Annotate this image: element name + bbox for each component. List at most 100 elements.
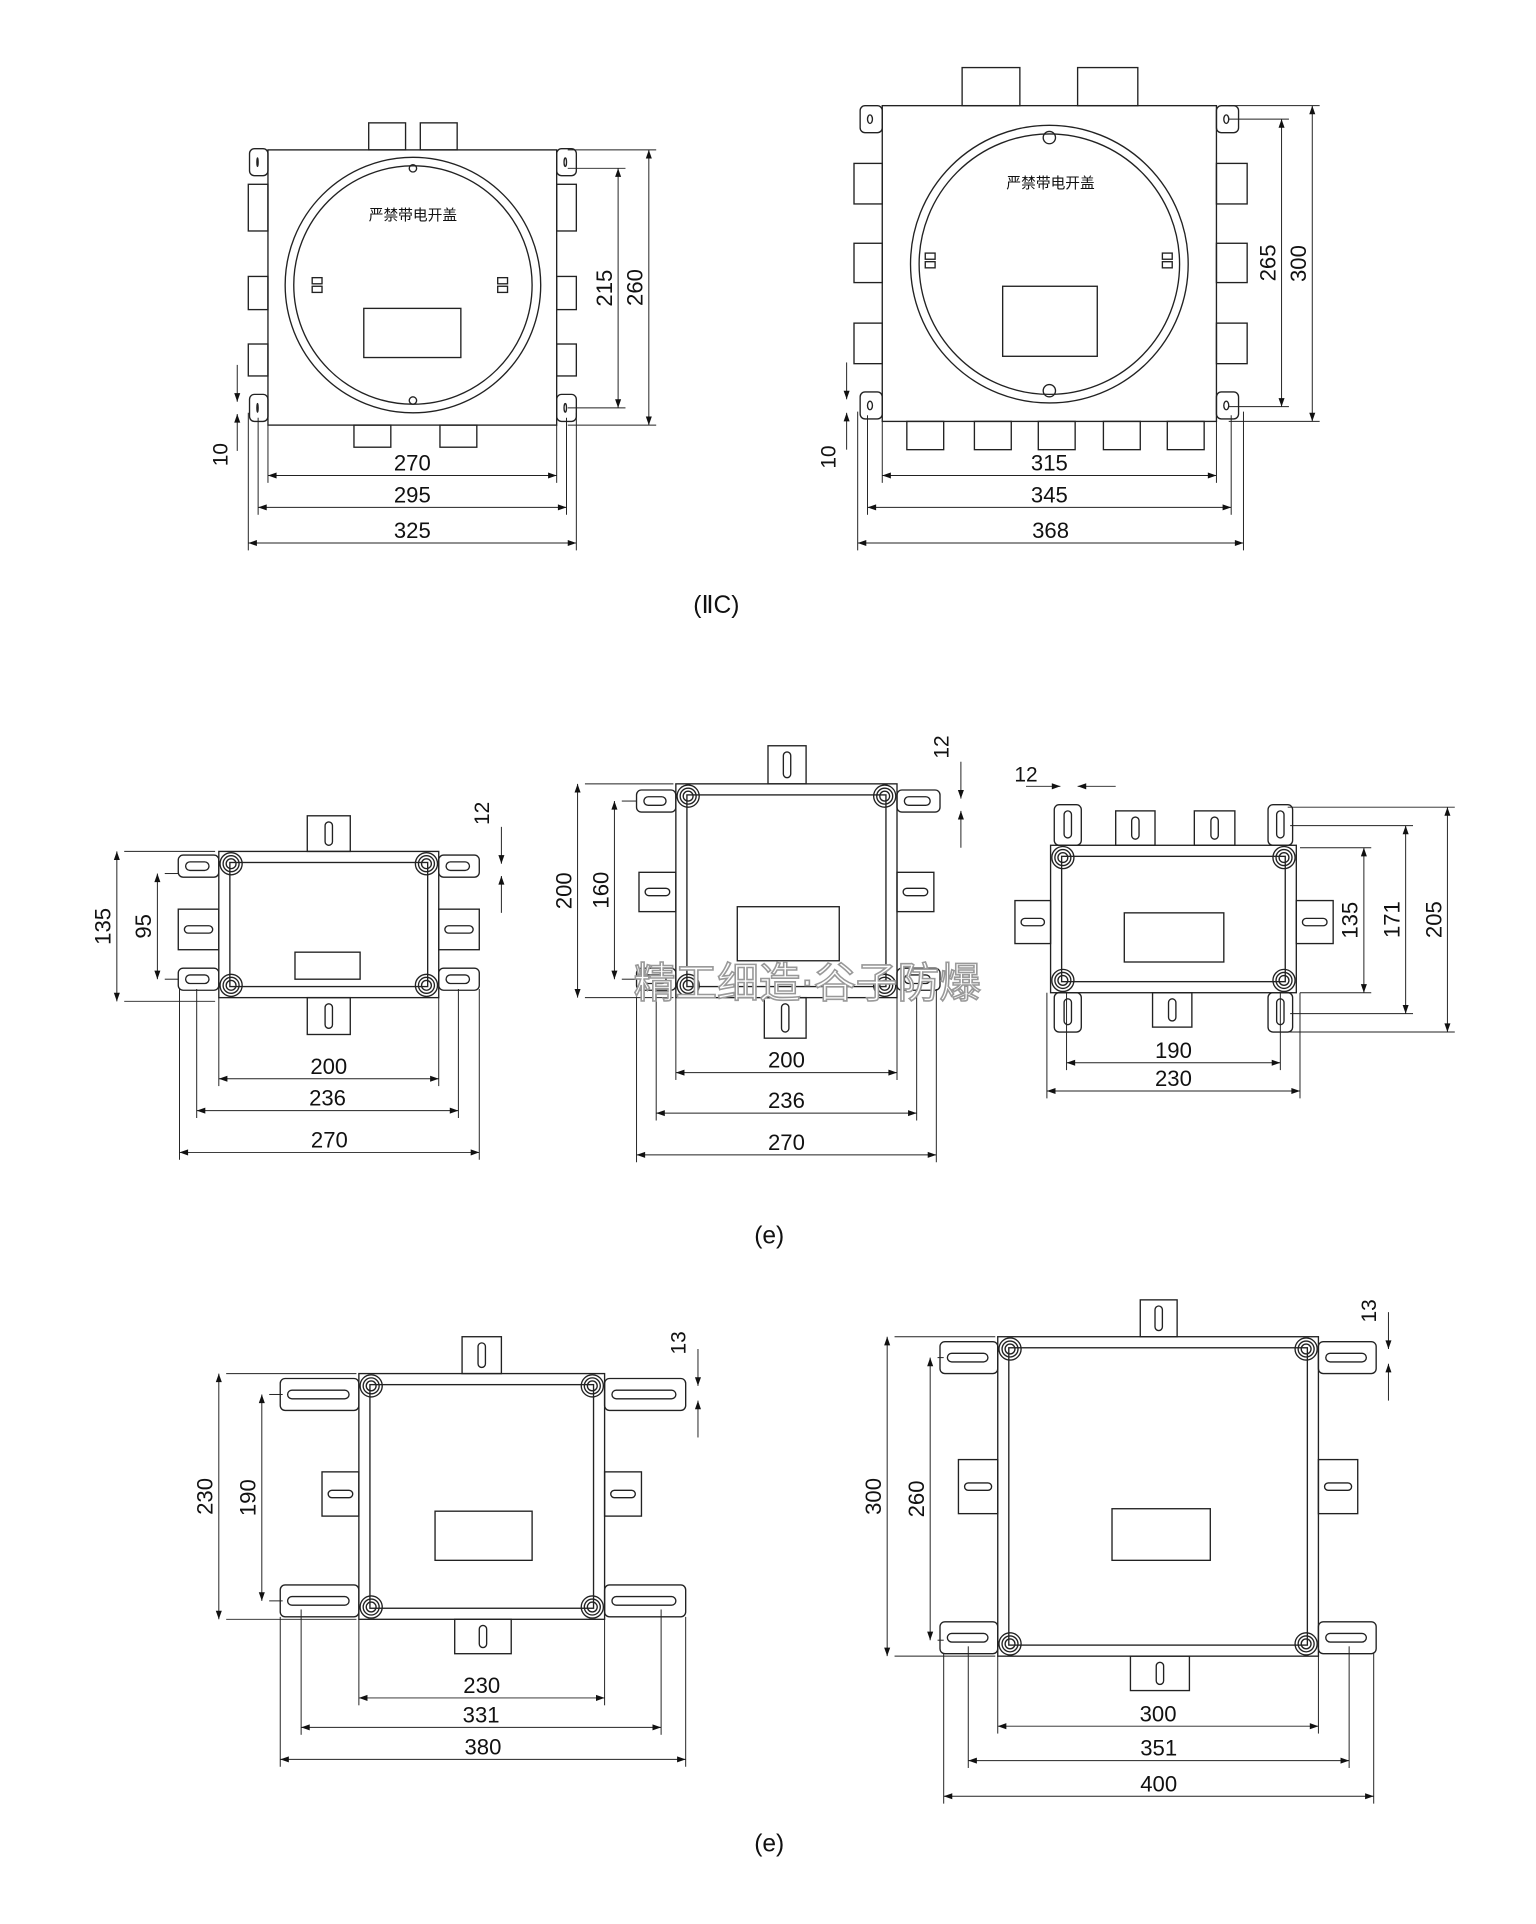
bolt-icon	[1057, 974, 1069, 987]
mounting-slot	[611, 1595, 677, 1606]
bolt-icon	[1051, 968, 1075, 993]
dimension-190: 190	[1155, 1038, 1192, 1063]
nameplate	[1123, 912, 1225, 963]
enclosure-body	[997, 1336, 1320, 1657]
tab-dimension-label: 12	[1014, 763, 1037, 786]
dimension-270: 270	[768, 1130, 805, 1155]
enclosure-body	[267, 149, 558, 426]
mounting-ear	[177, 967, 220, 991]
bolt-icon	[872, 973, 897, 998]
mounting-slot	[1325, 1632, 1368, 1643]
bolt-icon	[225, 858, 237, 870]
gland-slot	[644, 887, 671, 897]
bolt-icon	[879, 790, 891, 802]
bolt-icon	[219, 973, 243, 998]
bolt-icon	[1278, 974, 1290, 987]
mounting-slot	[1275, 810, 1285, 839]
dimension-236: 236	[768, 1088, 805, 1113]
bolt-icon	[679, 787, 697, 805]
bolt-icon	[1004, 1343, 1016, 1355]
gland-slot	[1301, 917, 1328, 927]
cable-gland	[1193, 810, 1236, 846]
mounting-ear	[438, 854, 480, 878]
bolt-icon	[872, 784, 897, 808]
dimension-135: 135	[91, 908, 116, 945]
tab-dimension-label: 13	[668, 1331, 691, 1354]
dimension-270: 270	[311, 1128, 348, 1153]
cable-gland	[853, 242, 883, 284]
mounting-slot	[866, 400, 874, 411]
bolt-icon	[583, 1377, 601, 1395]
mounting-ear	[1267, 804, 1294, 846]
cable-gland	[957, 1458, 999, 1515]
bolt-icon	[359, 1374, 383, 1398]
mounting-ear	[603, 1584, 687, 1618]
bolt-icon	[362, 1377, 380, 1395]
bolt-icon	[876, 787, 894, 805]
dimension-380: 380	[465, 1734, 502, 1759]
mounting-slot	[286, 1595, 350, 1606]
cover-screw	[1042, 130, 1057, 145]
dimension-295: 295	[394, 483, 431, 508]
cable-gland	[1215, 242, 1248, 284]
cable-gland	[438, 908, 480, 951]
bolt-icon	[1300, 1343, 1312, 1355]
bolt-icon	[420, 979, 433, 991]
gland-slot	[902, 887, 929, 897]
dimension-236: 236	[309, 1086, 346, 1111]
bolt-icon	[420, 858, 433, 870]
cable-gland	[973, 420, 1012, 451]
mounting-ear	[279, 1584, 360, 1618]
dimension-260: 260	[904, 1480, 929, 1517]
dimension-200: 200	[310, 1054, 347, 1079]
cover-warning-text: 严禁带电开盖	[369, 207, 458, 224]
bolt-icon	[583, 1598, 601, 1616]
enclosure-body	[358, 1372, 606, 1620]
mounting-ear	[1215, 391, 1240, 420]
cable-gland	[247, 275, 269, 311]
cover-screw	[408, 396, 418, 405]
cable-gland	[353, 424, 392, 448]
cable-gland	[556, 183, 578, 232]
mounting-ear	[859, 391, 883, 420]
mounting-ear	[556, 147, 578, 177]
mounting-slot	[563, 402, 568, 413]
mounting-ear	[438, 967, 480, 991]
cable-gland	[1139, 1299, 1178, 1338]
gland-slot	[183, 925, 214, 934]
cable-gland	[853, 322, 883, 365]
bolt-icon	[998, 1337, 1022, 1361]
section-label-e-1: (e)	[754, 1222, 784, 1249]
bolt-icon	[1001, 1340, 1019, 1358]
cable-gland	[1102, 420, 1141, 451]
gland-slot	[780, 1003, 790, 1033]
gland-slot	[327, 1489, 354, 1499]
tab-dimension-label: 12	[471, 802, 494, 825]
bolt-icon	[676, 784, 700, 808]
tab-dimension-label: 10	[209, 443, 232, 466]
mounting-slot	[184, 974, 210, 985]
dimension-325: 325	[394, 518, 431, 543]
bolt-icon	[676, 973, 700, 998]
mounting-slot	[866, 114, 874, 125]
mounting-ear	[177, 854, 220, 878]
bolt-icon	[365, 1380, 377, 1392]
bolt-icon	[876, 976, 894, 995]
mounting-slot	[256, 157, 259, 168]
dimension-400: 400	[1140, 1771, 1177, 1796]
bolt-icon	[359, 1595, 383, 1619]
cover-ring	[284, 156, 542, 414]
dimension-200: 200	[551, 872, 576, 909]
section-label-iic: (ⅡC)	[693, 592, 739, 619]
bolt-icon	[1272, 845, 1296, 870]
bolt-icon	[586, 1380, 598, 1392]
mounting-ear	[1317, 1340, 1377, 1375]
bolt-icon	[1294, 1337, 1318, 1361]
bolt-icon	[417, 976, 436, 995]
mounting-ear	[279, 1377, 360, 1412]
bolt-icon	[1294, 1632, 1318, 1656]
mounting-ear	[859, 104, 883, 134]
